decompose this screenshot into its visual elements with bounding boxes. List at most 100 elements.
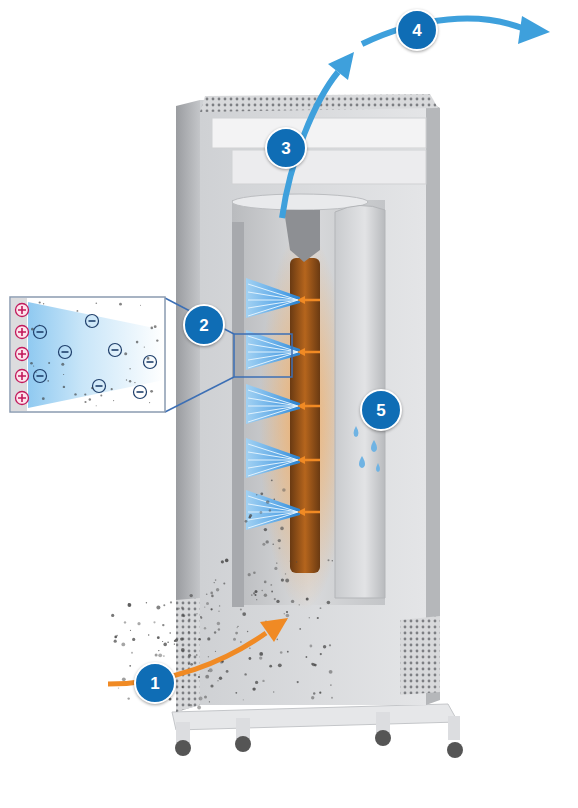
dust-particle	[270, 584, 272, 586]
dust-particle	[249, 657, 252, 660]
negative-ion	[144, 356, 157, 369]
intake-arrow	[108, 633, 266, 684]
top-filter	[232, 150, 426, 184]
dust-particle	[313, 692, 315, 694]
dust-particle	[200, 617, 202, 619]
dust-particle	[223, 582, 225, 584]
inset-particle	[48, 362, 50, 364]
dust-particle	[163, 643, 167, 647]
positive-ion	[16, 304, 29, 317]
dust-particle	[210, 684, 213, 687]
dust-particle	[163, 604, 165, 606]
dust-particle	[317, 617, 319, 619]
dust-particle	[188, 663, 190, 665]
inset-particle	[43, 303, 44, 304]
right-panel	[426, 100, 440, 705]
dust-particle	[256, 494, 258, 496]
spray-streak	[248, 444, 298, 460]
dust-particle	[286, 614, 290, 618]
dust-particle	[264, 594, 267, 597]
orange-arrow	[304, 299, 320, 302]
spray-streak	[248, 352, 298, 368]
negative-ion	[134, 386, 147, 399]
wheel	[175, 740, 191, 756]
callout-circle: 3	[265, 127, 307, 169]
dust-particle	[330, 684, 332, 686]
minus-sign	[62, 351, 69, 353]
dust-particle	[309, 617, 310, 618]
dust-particle	[320, 607, 322, 609]
rod-mount	[284, 210, 320, 262]
dust-particle	[190, 663, 193, 666]
inset-particle	[136, 341, 139, 344]
callout-circle: 4	[396, 9, 438, 51]
clean-air-arrow	[362, 19, 522, 44]
stand-base	[172, 704, 458, 730]
dust-particle	[276, 600, 279, 603]
inset-particle	[42, 397, 45, 400]
dust-particle	[129, 665, 131, 667]
dust-particle	[245, 520, 248, 523]
inset-particle	[47, 380, 49, 382]
dust-particle	[122, 677, 126, 681]
spray-streak	[248, 300, 298, 308]
dust-particle	[274, 598, 276, 600]
inset-particle	[147, 357, 150, 360]
droplet	[376, 463, 380, 472]
arrow-head	[297, 508, 305, 516]
dust-particle	[148, 634, 149, 635]
inset-particle	[33, 365, 34, 366]
inset-particle	[63, 386, 65, 388]
dust-particle	[278, 539, 281, 542]
spray-streak	[248, 352, 298, 353]
inset-particle	[100, 394, 102, 396]
spray-streak	[248, 344, 298, 352]
dust-particle	[162, 641, 163, 642]
leader-line	[165, 377, 234, 412]
dust-particle	[235, 632, 238, 635]
dust-particle	[247, 631, 248, 632]
dust-particle	[323, 645, 326, 648]
orange-arrow	[304, 351, 320, 354]
dust-particle	[206, 602, 209, 605]
dust-particle	[205, 675, 209, 679]
dust-particle	[114, 640, 117, 643]
spray-streak	[248, 496, 298, 512]
dust-particle	[181, 648, 185, 652]
callout-number: 4	[412, 22, 421, 39]
dust-particle	[175, 639, 178, 642]
dust-particle	[214, 631, 216, 633]
dust-particle	[278, 663, 282, 667]
back-wall	[200, 100, 426, 705]
dust-particle	[219, 605, 220, 606]
callout-circle: 5	[360, 389, 402, 431]
dust-particle	[320, 653, 322, 655]
spray-streak	[248, 406, 298, 414]
dust-particle	[218, 611, 220, 613]
droplet	[354, 426, 359, 437]
stand-leg	[448, 716, 460, 740]
plus-sign	[18, 328, 26, 336]
dust-particle	[319, 692, 321, 694]
dust-particle	[207, 637, 210, 640]
dust-particle	[188, 619, 190, 621]
dust-particle	[215, 651, 216, 652]
dust-particle	[218, 628, 220, 630]
dust-particle	[206, 594, 208, 596]
dust-particle	[216, 588, 219, 591]
dust-particle	[217, 622, 220, 625]
positive-ion	[16, 370, 29, 383]
dust-particle	[137, 622, 140, 625]
wheel	[235, 736, 251, 752]
dust-particle	[243, 699, 244, 700]
dust-particle	[210, 592, 213, 595]
dust-particle	[211, 608, 213, 610]
spray-streak	[248, 300, 298, 301]
dust-particle	[306, 598, 309, 601]
arrow-head	[297, 402, 305, 410]
dust-particle	[226, 670, 229, 673]
spray-streak	[248, 504, 298, 512]
dust-particle	[285, 579, 289, 583]
inset-particle	[140, 305, 141, 306]
dust-particle	[281, 579, 284, 582]
